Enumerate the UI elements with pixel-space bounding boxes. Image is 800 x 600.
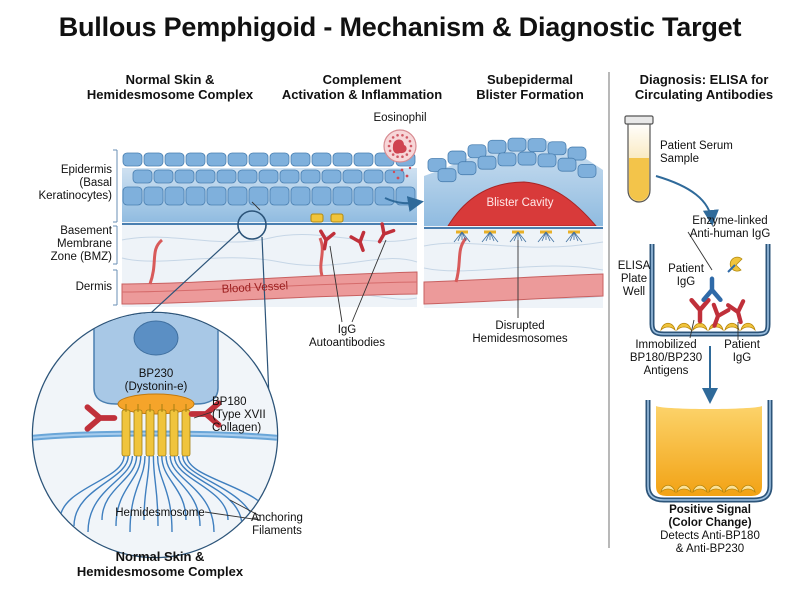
eosinophil-label: Eosinophil	[373, 112, 427, 124]
blister-header: Subepidermal Blister Formation	[476, 72, 584, 102]
skin-strip-left	[121, 152, 418, 307]
blister-cavity-label: Blister Cavity	[486, 197, 554, 209]
plate-well-label: ELISA Plate Well	[617, 260, 651, 298]
disrupted-hemidesmosomes-label: Disrupted Hemidesmosomes	[472, 320, 568, 345]
patient-igg-top-label: Patient IgG	[668, 263, 704, 288]
diagnosis-header: Diagnosis: ELISA for Circulating Antibod…	[634, 72, 774, 102]
hemidesmosome-label: Hemidesmosome	[115, 507, 205, 519]
enzyme-label: Enzyme-linked Anti-human IgG	[689, 215, 771, 240]
detects-label: Detects Anti-BP180 & Anti-BP230	[660, 530, 760, 555]
serum-label: Patient Serum Sample	[660, 140, 733, 165]
skin-strip-blister	[423, 137, 604, 308]
zoom-circle	[31, 311, 279, 559]
page-title: Bullous Pemphigoid - Mechanism & Diagnos…	[58, 12, 742, 42]
eosinophil-cell	[383, 129, 417, 180]
positive-signal-label: Positive Signal (Color Change)	[668, 504, 752, 529]
elisa-diagram	[624, 115, 773, 503]
bmz-label: Basement Membrane Zone (BMZ)	[50, 225, 112, 263]
immobilized-antigens-label: Immobilized BP180/BP230 Antigens	[629, 339, 703, 377]
bp180-label: BP180 (Type XVII Collagen)	[212, 396, 266, 434]
zoom-caption: Normal Skin & Hemidesmosome Complex	[76, 549, 244, 579]
anchoring-filaments-label: Anchoring Filaments	[251, 512, 303, 537]
epidermis-label: Epidermis (Basal Keratinocytes)	[38, 164, 112, 202]
complement-header: Complement Activation & Inflammation	[281, 72, 443, 102]
patient-igg-bottom-label: Patient IgG	[724, 339, 760, 364]
igg-autoantibodies-label: IgG Autoantibodies	[308, 324, 386, 349]
dermis-label: Dermis	[75, 281, 112, 293]
bp230-label: BP230 (Dystonin-e)	[124, 368, 188, 393]
normal-skin-header: Normal Skin & Hemidesmosome Complex	[86, 72, 254, 102]
